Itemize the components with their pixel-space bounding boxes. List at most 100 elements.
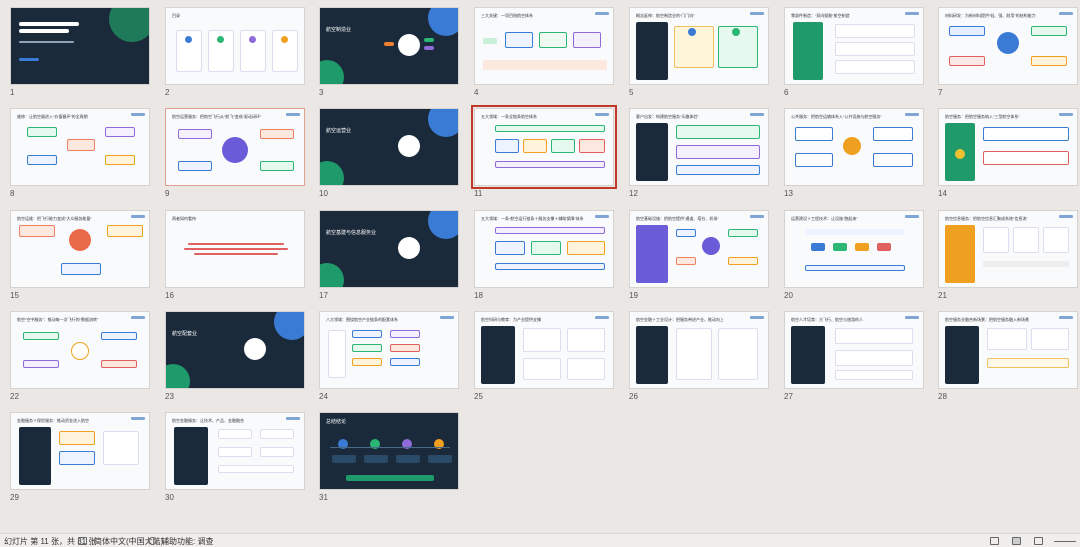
slide-10[interactable]: 航空运营业 10: [319, 108, 459, 203]
slide-thumbnail[interactable]: 总结结论: [319, 412, 459, 490]
slide-thumbnail[interactable]: 公共服务：把航空运输体系入“公共设施与航空服务”: [784, 108, 924, 186]
slide-title: 航空科研与教育：为产业提供支撑: [481, 317, 541, 322]
slide-title: 三大关键：一项目指航空体系: [481, 13, 533, 18]
slide-25[interactable]: 航空科研与教育：为产业提供支撑 25: [474, 311, 614, 406]
slide-number: 30: [165, 493, 174, 502]
spellcheck-icon[interactable]: [78, 537, 87, 545]
slide-thumbnail[interactable]: 客户出发：构建航空服务“乐趣体验”: [629, 108, 769, 186]
zoom-slider[interactable]: [1054, 541, 1076, 542]
slide-11[interactable]: 五大领域：一条全链条航空体系 11: [471, 105, 617, 203]
slide-thumbnail[interactable]: 航空制造业: [319, 7, 459, 85]
slide-thumbnail[interactable]: 五大领域：一条“航空运行链条＋服务支撑＋辅助保障”体系: [474, 210, 614, 288]
slide-thumbnail[interactable]: 航空人才培育：方飞行、航空与旅游的人: [784, 311, 924, 389]
slide-thumbnail[interactable]: 航空基建与信息服务业: [319, 210, 459, 288]
slide-title: 航空人才培育：方飞行、航空与旅游的人: [791, 317, 863, 322]
slide-thumbnail[interactable]: 航空运营业: [319, 108, 459, 186]
slide-thumbnail[interactable]: 运营建设＋工程技术：让设施“跑起来”: [784, 210, 924, 288]
slide-thumbnail[interactable]: 两者如何看待: [165, 210, 305, 288]
accessibility-icon[interactable]: [148, 537, 157, 545]
slide-title: 维修：让航空器进入“价值循环”的全周期: [17, 114, 88, 119]
slide-title: 运营建设＋工程技术：让设施“跑起来”: [791, 216, 858, 221]
slide-4[interactable]: 三大关键：一项目指航空体系 4: [474, 7, 614, 102]
slide-title: 客户出发：构建航空服务“乐趣体验”: [636, 114, 699, 119]
slide-title: 航空基建与信息服务业: [326, 230, 377, 236]
slide-19[interactable]: 航空基础设施：把航空提供“通道、塔台、机场” 19: [629, 210, 769, 305]
slide-thumbnail[interactable]: 航空信息服务：把航空信息汇聚成系统“信息流”: [938, 210, 1078, 288]
slide-26[interactable]: 航空金融＋工业设计：把服务带进产业，推动向上 26: [629, 311, 769, 406]
slide-thumbnail[interactable]: 航空基础设施：把航空提供“通道、塔台、机场”: [629, 210, 769, 288]
slide-thumbnail[interactable]: 目录: [165, 7, 305, 85]
slide-21[interactable]: 航空信息服务：把航空信息汇聚成系统“信息流” 21: [938, 210, 1078, 305]
slide-thumbnail[interactable]: 航空金融服务：让技术、产品、金融融合: [165, 412, 305, 490]
accessibility-status[interactable]: 辅助功能: 调查: [161, 537, 214, 546]
slide-number: 2: [165, 88, 170, 97]
slide-title: 两者如何看待: [172, 216, 196, 221]
slide-31[interactable]: 总结结论 31: [319, 412, 459, 507]
slide-number: 19: [629, 291, 638, 300]
slide-thumbnail[interactable]: 航空服务业融合新场景：把航空服务融入新场景: [938, 311, 1078, 389]
slide-number: 3: [319, 88, 324, 97]
slide-thumbnail[interactable]: 航空运营服务：把航空飞行从“航飞”变成“驱动闭环”: [165, 108, 305, 186]
slide-20[interactable]: 运营建设＋工程技术：让设施“跑起来” 20: [784, 210, 924, 305]
slide-title: 公共服务：把航空运输体系入“公共设施与航空服务”: [791, 114, 882, 119]
slide-13[interactable]: 公共服务：把航空运输体系入“公共设施与航空服务” 13: [784, 108, 924, 203]
slide-22[interactable]: 航空“空中服务”：推动每一次飞行的“数据流转” 22: [10, 311, 150, 406]
slide-thumbnail[interactable]: 航空科研与教育：为产业提供支撑: [474, 311, 614, 389]
slide-number: 16: [165, 291, 174, 300]
slide-title: 航空基础设施：把航空提供“通道、塔台、机场”: [636, 216, 719, 221]
slide-29[interactable]: 金融服务＋保险服务：推动资金进入航空 29: [10, 412, 150, 507]
slide-title: 航空配套业: [172, 331, 198, 337]
slide-thumbnail[interactable]: 航空“空中服务”：推动每一次飞行的“数据流转”: [10, 311, 150, 389]
slide-27[interactable]: 航空人才培育：方飞行、航空与旅游的人 27: [784, 311, 924, 406]
slide-1[interactable]: 1: [10, 7, 150, 102]
slide-thumbnail[interactable]: 概念延伸：航空制造业的“门门向”: [629, 7, 769, 85]
slide-number: 25: [474, 392, 483, 401]
slide-title: 航空运营服务：把航空飞行从“航飞”变成“驱动闭环”: [172, 114, 262, 119]
slide-thumbnail[interactable]: 八大领域：围绕航空产业链条的配套体系: [319, 311, 459, 389]
slide-number: 5: [629, 88, 634, 97]
slide-number: 23: [165, 392, 174, 401]
slide-9[interactable]: 航空运营服务：把航空飞行从“航飞”变成“驱动闭环” 9: [165, 108, 305, 203]
slide-number: 1: [10, 88, 15, 97]
slide-18[interactable]: 五大领域：一条“航空运行链条＋服务支撑＋辅助保障”体系 18: [474, 210, 614, 305]
slide-thumbnail[interactable]: 维修：让航空器进入“价值循环”的全周期: [10, 108, 150, 186]
slide-16[interactable]: 两者如何看待 16: [165, 210, 305, 305]
slide-number: 26: [629, 392, 638, 401]
slide-thumbnail[interactable]: 金融服务＋保险服务：推动资金进入航空: [10, 412, 150, 490]
slide-thumbnail[interactable]: 零部件制造：“双向赋能”航空制造: [784, 7, 924, 85]
slide-24[interactable]: 八大领域：围绕航空产业链条的配套体系 24: [319, 311, 459, 406]
slide-sorter-view-icon[interactable]: [1012, 537, 1021, 545]
slide-23[interactable]: 航空配套业 23: [165, 311, 305, 406]
slide-2[interactable]: 目录 2: [165, 7, 305, 102]
slide-thumbnail[interactable]: 航空服务：把航空服务纳入“三型航空体系”: [938, 108, 1078, 186]
slide-title: 航空制造业: [326, 27, 352, 33]
slide-thumbnail[interactable]: 材料研发：为新材料提供“轻、强、耐用”的结构能力: [938, 7, 1078, 85]
normal-view-icon[interactable]: [990, 537, 999, 545]
slide-thumbnail[interactable]: [10, 7, 150, 85]
slide-title: 零部件制造：“双向赋能”航空制造: [791, 13, 850, 18]
slide-title: 总结结论: [326, 419, 347, 425]
slide-number: 17: [319, 291, 328, 300]
slide-thumbnail[interactable]: 航空运维：把飞行能力变成“大众服务能量”: [10, 210, 150, 288]
slide-28[interactable]: 航空服务业融合新场景：把航空服务融入新场景 28: [938, 311, 1078, 406]
reading-view-icon[interactable]: [1034, 537, 1043, 545]
slide-title: 航空服务：把航空服务纳入“三型航空体系”: [945, 114, 1020, 119]
slide-15[interactable]: 航空运维：把飞行能力变成“大众服务能量” 15: [10, 210, 150, 305]
slide-17[interactable]: 航空基建与信息服务业 17: [319, 210, 459, 305]
slide-12[interactable]: 客户出发：构建航空服务“乐趣体验” 12: [629, 108, 769, 203]
slide-5[interactable]: 概念延伸：航空制造业的“门门向” 5: [629, 7, 769, 102]
slide-number: 6: [784, 88, 789, 97]
slide-14[interactable]: 航空服务：把航空服务纳入“三型航空体系” 14: [938, 108, 1078, 203]
slide-thumbnail[interactable]: 三大关键：一项目指航空体系: [474, 7, 614, 85]
slide-6[interactable]: 零部件制造：“双向赋能”航空制造 6: [784, 7, 924, 102]
slide-number: 27: [784, 392, 793, 401]
slide-3[interactable]: 航空制造业 3: [319, 7, 459, 102]
slide-8[interactable]: 维修：让航空器进入“价值循环”的全周期 8: [10, 108, 150, 203]
slide-30[interactable]: 航空金融服务：让技术、产品、金融融合 30: [165, 412, 305, 507]
slide-thumbnail[interactable]: 航空金融＋工业设计：把服务带进产业，推动向上: [629, 311, 769, 389]
language-indicator[interactable]: 简体中文(中国大陆): [94, 537, 164, 546]
slide-thumbnail[interactable]: 航空配套业: [165, 311, 305, 389]
slide-number: 31: [319, 493, 328, 502]
slide-thumbnail[interactable]: 五大领域：一条全链条航空体系: [471, 105, 617, 189]
slide-7[interactable]: 材料研发：为新材料提供“轻、强、耐用”的结构能力 7: [938, 7, 1078, 102]
